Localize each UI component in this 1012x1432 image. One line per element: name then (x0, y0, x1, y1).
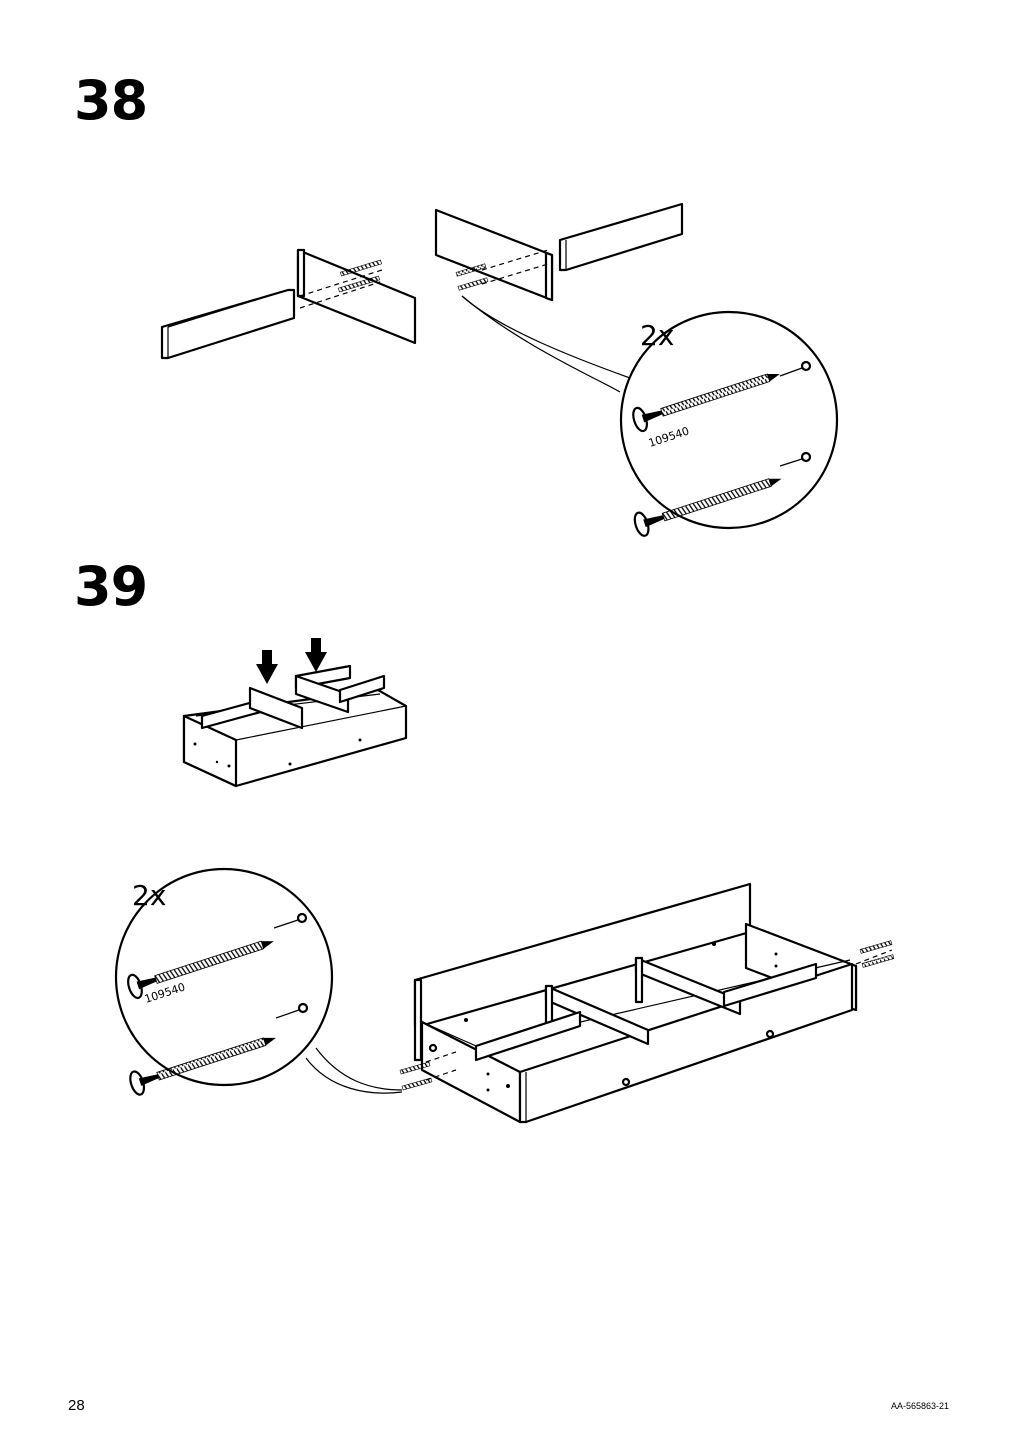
quantity-label: 2x (640, 319, 674, 352)
page-number: 28 (68, 1397, 85, 1414)
step-39-divider-insert (182, 638, 408, 788)
step-number-39: 39 (74, 555, 148, 618)
step-38-right-assembly (434, 202, 684, 393)
step-39-drawer-assembly (399, 882, 895, 1124)
document-code: AA-565863-21 (890, 1401, 949, 1411)
quantity-label: 2x (132, 879, 166, 912)
step-38-screw-callout: 2x 109540 (619, 310, 839, 537)
step-39-screw-callout: 2x 109540 (114, 867, 403, 1096)
step-number-38: 38 (74, 69, 148, 132)
step-38-left-assembly (160, 248, 417, 360)
